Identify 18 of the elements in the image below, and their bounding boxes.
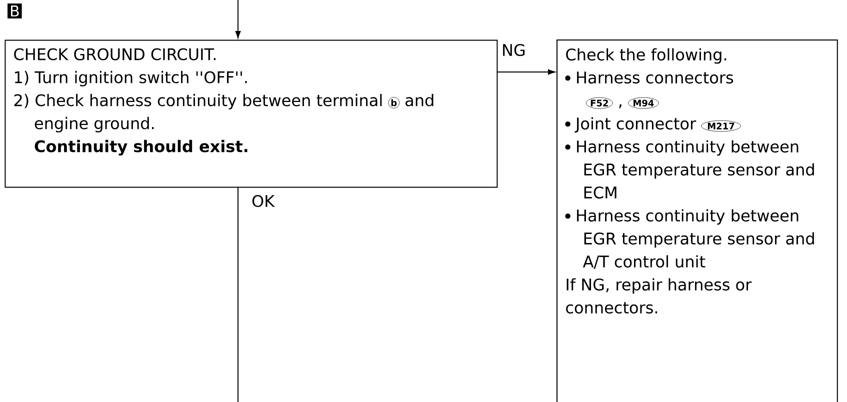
step-text: If NG, repair harness or connectors.	[566, 278, 752, 314]
section-letter: B	[8, 4, 22, 18]
step-text: CHECK GROUND CIRCUIT.	[14, 48, 216, 60]
step-text: 2) Check harness continuity between terminal	[14, 94, 382, 110]
bullet-item: Harness connectors	[565, 72, 734, 84]
edge-label: NG	[500, 42, 527, 58]
arrow	[496, 69, 556, 75]
step-box	[4, 40, 498, 188]
edge-label: OK	[250, 194, 276, 208]
result-text: Continuity should exist.	[34, 140, 248, 156]
note-box	[556, 40, 838, 402]
step-text: Check the following.	[566, 48, 726, 64]
bullet-item: Joint connector	[565, 117, 696, 133]
bullet-item: Harness continuity between EGR temperature sensor and ECM	[565, 140, 814, 199]
bullet-item: Harness continuity between EGR temperature sensor and A/T control unit	[565, 209, 814, 269]
step-text: 1) Turn ignition switch ''OFF''.	[14, 70, 247, 86]
arrow	[235, 0, 241, 38]
punctuation: ,	[619, 104, 622, 108]
